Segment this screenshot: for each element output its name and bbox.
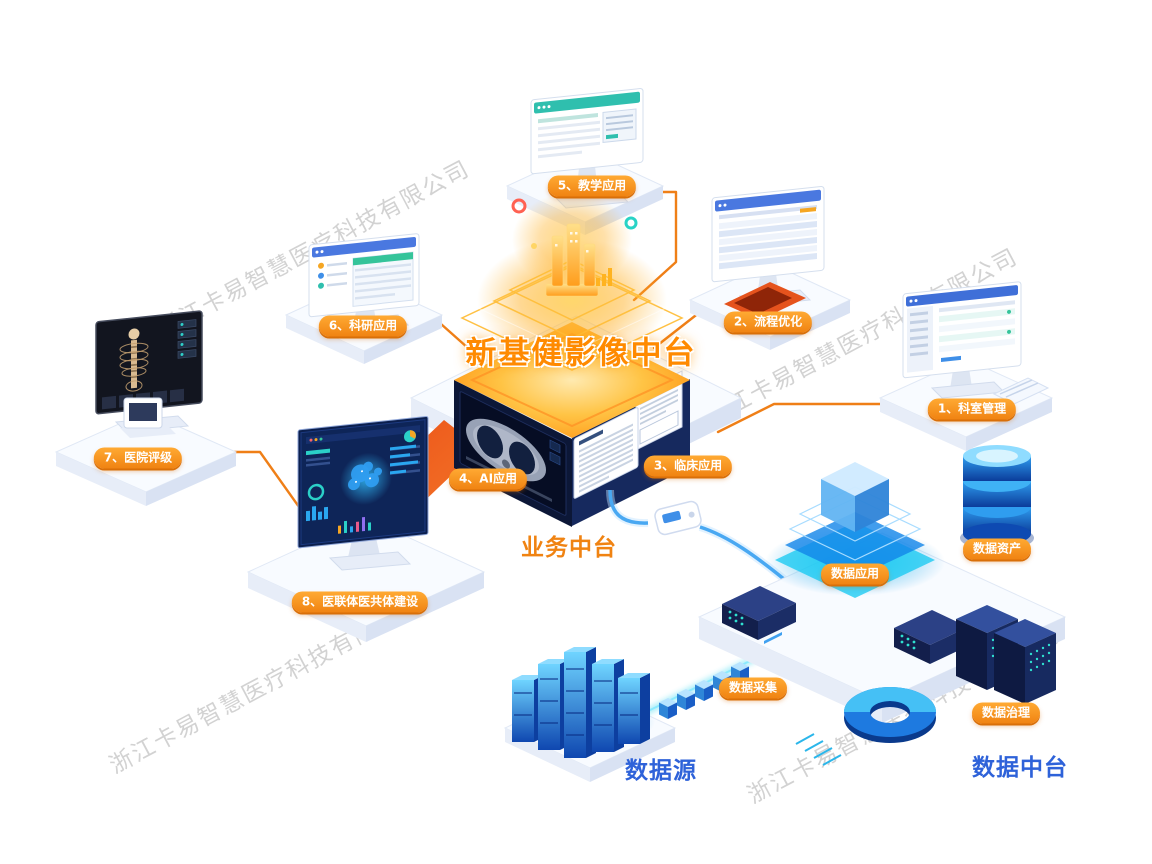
badge-data-asset: 数据资产 <box>962 538 1032 560</box>
badge-ai: 4、AI应用 <box>448 468 528 490</box>
teal-ring-icon <box>624 216 638 230</box>
database-stack <box>960 445 1034 550</box>
donut-chart <box>844 687 936 743</box>
console-left <box>722 586 796 644</box>
teaching-monitor <box>530 88 644 175</box>
data-source-node <box>503 647 749 782</box>
dept-node <box>878 281 1054 451</box>
central-node <box>316 192 743 570</box>
server-cabinet <box>994 619 1056 704</box>
research-node <box>284 233 444 364</box>
line-rating-alliance <box>230 450 306 516</box>
cube-top-glow <box>454 322 690 438</box>
label-data-source: 数据源 <box>625 758 697 784</box>
badge-data-gov: 数据治理 <box>971 702 1041 724</box>
hatch-lines <box>795 733 842 766</box>
process-monitor <box>711 186 825 283</box>
data-cube <box>821 462 889 532</box>
badge-clinical: 3、临床应用 <box>643 455 733 477</box>
rating-node <box>54 310 238 506</box>
line-process-center <box>652 310 702 350</box>
clinical-report-pages <box>573 370 683 499</box>
research-monitor <box>308 233 420 318</box>
line-dept-center <box>716 402 888 434</box>
dept-monitor <box>902 281 1022 379</box>
gold-bars-icon <box>596 268 612 286</box>
diagram-title: 新基健影像中台 <box>465 335 697 372</box>
xray-monitor <box>95 310 203 415</box>
badge-dept: 1、科室管理 <box>927 398 1017 420</box>
badge-rating: 7、医院评级 <box>93 447 183 469</box>
gold-hologram <box>460 192 684 371</box>
badge-data-app: 数据应用 <box>820 563 890 585</box>
label-data-platform: 数据中台 <box>972 755 1068 781</box>
blue-cable <box>606 489 793 588</box>
badge-teaching: 5、教学应用 <box>547 175 637 197</box>
data-hologram <box>765 462 945 598</box>
tablet-device <box>120 397 176 438</box>
badge-research: 6、科研应用 <box>318 315 408 337</box>
label-business-platform: 业务中台 <box>521 535 617 561</box>
badge-data-collect: 数据采集 <box>718 677 788 699</box>
server-towers <box>512 647 650 758</box>
red-ring-icon <box>511 198 527 214</box>
connector-device <box>654 500 702 536</box>
gold-building <box>545 223 599 297</box>
alliance-dashboard <box>297 416 429 549</box>
badge-process: 2、流程优化 <box>723 311 813 333</box>
badge-alliance: 8、医联体医共体建设 <box>291 591 429 613</box>
